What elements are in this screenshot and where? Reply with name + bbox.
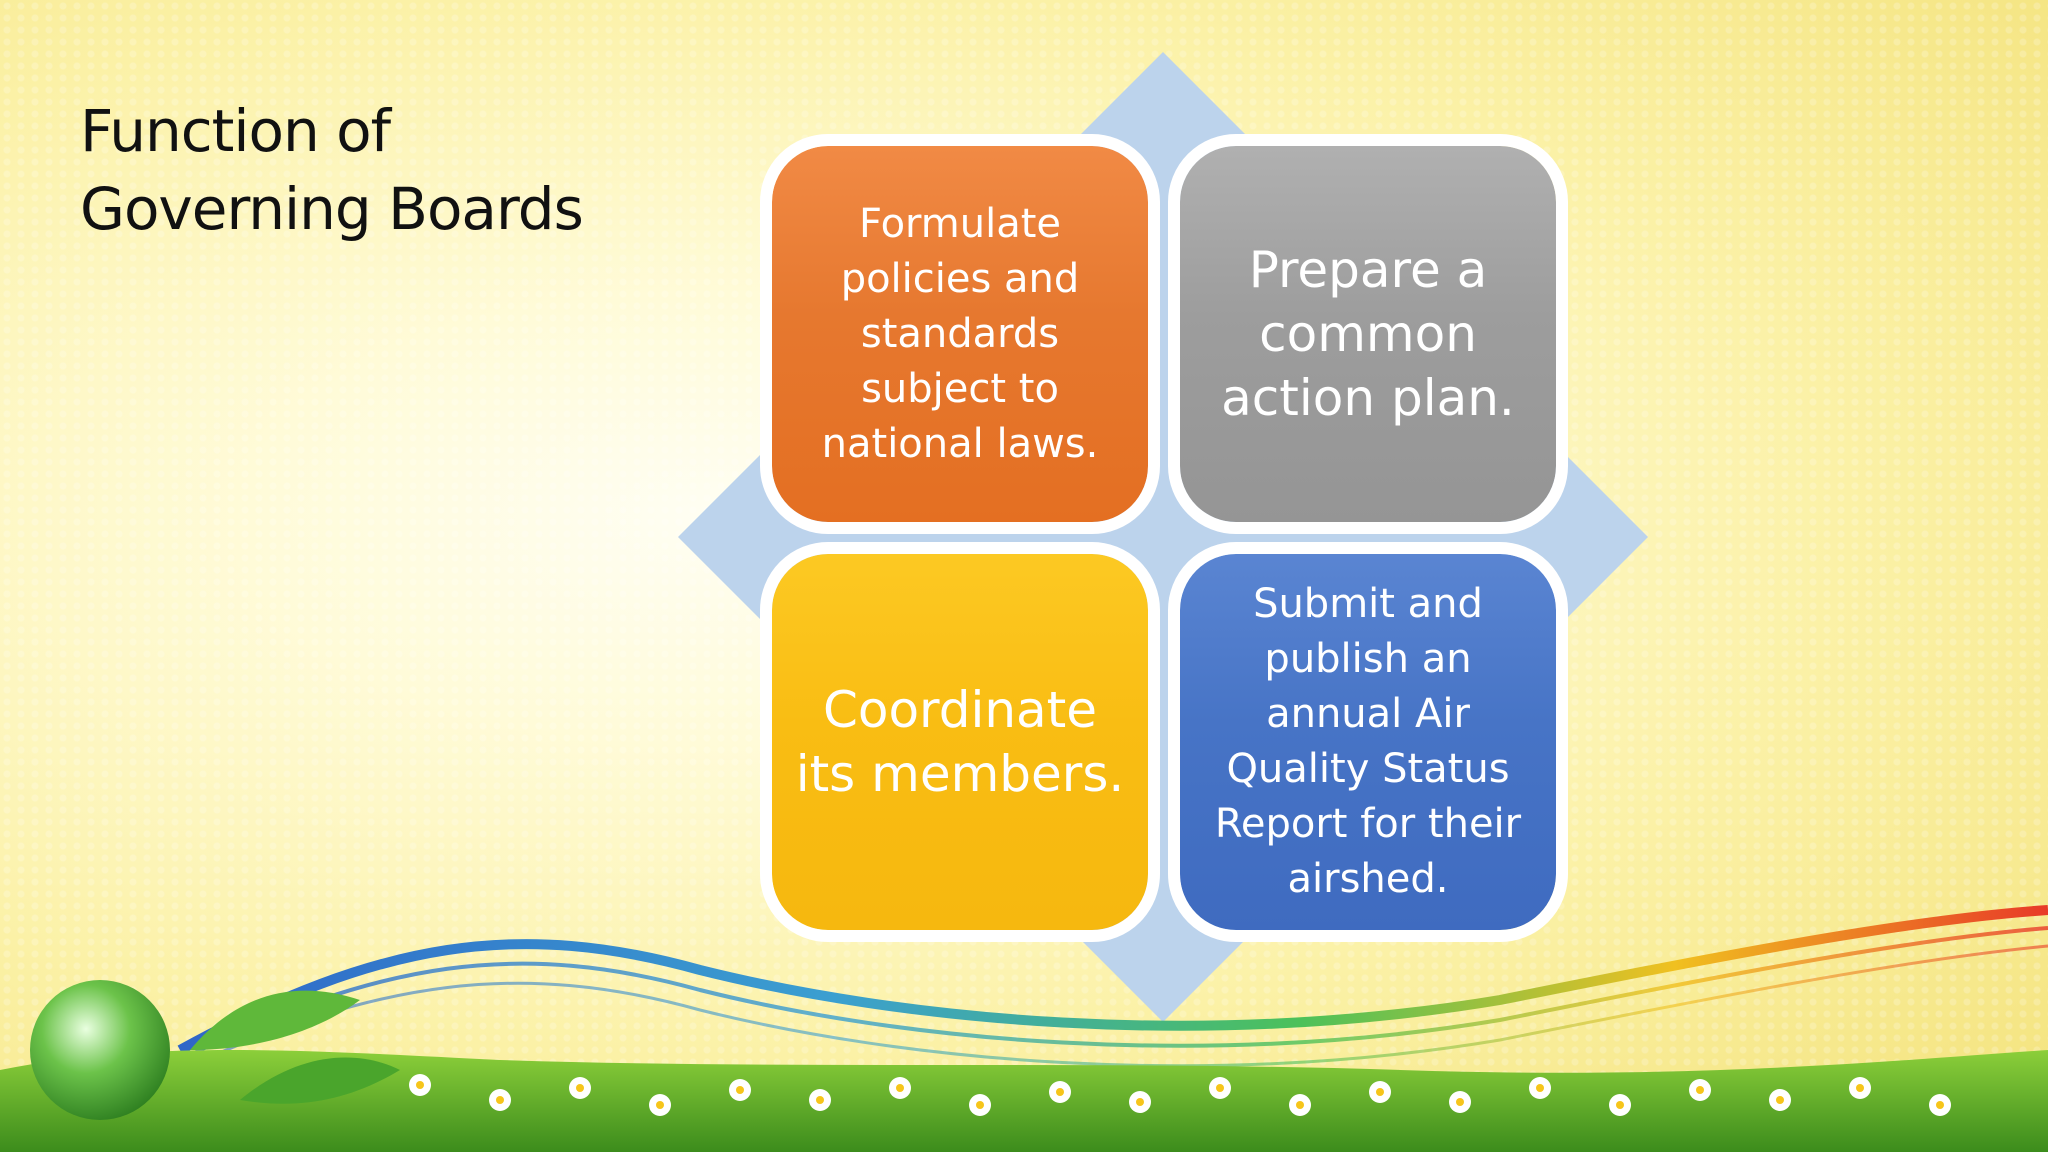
slide-title-line-1: Function of xyxy=(80,97,391,165)
slide-title-line-2: Governing Boards xyxy=(80,175,584,243)
slide-title: Function of Governing Boards xyxy=(80,92,640,248)
function-text: Submit and publish an annual Air Quality… xyxy=(1214,581,1522,902)
function-text: Prepare a common action plan. xyxy=(1221,241,1515,427)
landscape-decoration xyxy=(0,905,2048,1152)
function-box-status-report: Submit and publish an annual Air Quality… xyxy=(1168,542,1568,942)
function-box-formulate-policies: Formulate policies and standards subject… xyxy=(760,134,1160,534)
function-box-action-plan: Prepare a common action plan. xyxy=(1168,134,1568,534)
function-text: Formulate policies and standards subject… xyxy=(821,200,1099,467)
function-box-coordinate-members: Coordinate its members. xyxy=(760,542,1160,942)
function-text: Coordinate its members. xyxy=(795,681,1125,803)
